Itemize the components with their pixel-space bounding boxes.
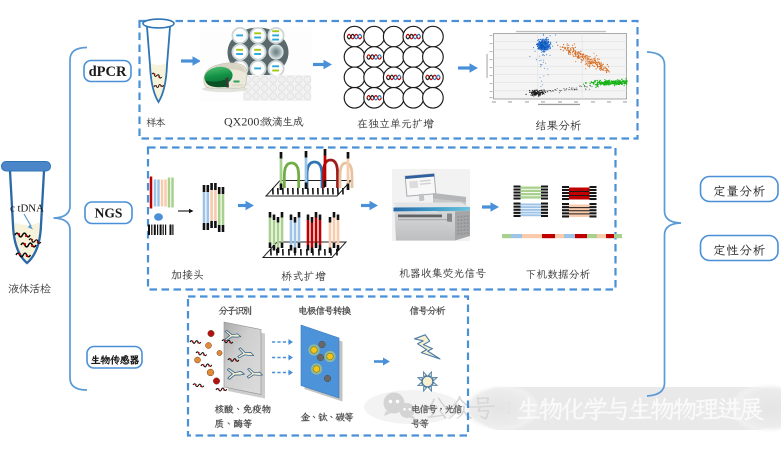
svg-text:dPCR: dPCR (89, 64, 127, 80)
svg-text:NGS: NGS (95, 206, 123, 221)
svg-text:QX200:: QX200: (224, 115, 263, 129)
svg-text:c tDNA: c tDNA (10, 203, 44, 215)
